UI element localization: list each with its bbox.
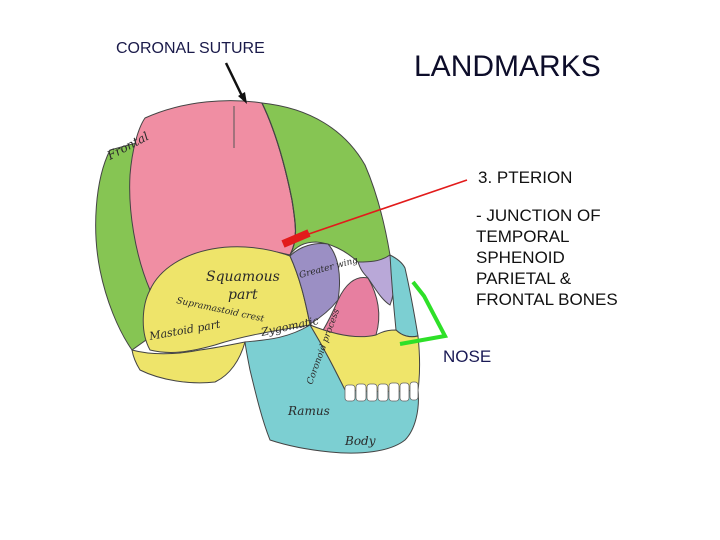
junction-line: - JUNCTION OF [476,206,601,225]
junction-line: PARIETAL & [476,269,572,288]
orbit [357,254,395,306]
coronal-suture-label: CORONAL SUTURE [116,40,265,57]
nose-label: NOSE [443,347,492,366]
landmarks-title: LANDMARKS [414,50,601,83]
body-text: Body [344,434,376,448]
pterion-label: 3. PTERION [478,168,573,187]
junction-line: TEMPORAL [476,227,570,246]
junction-description: - JUNCTION OF TEMPORAL SPHENOID PARIETAL… [476,205,618,310]
teeth [344,381,419,402]
coronal-pointer-arrow [224,62,245,99]
pterion-pointer-line [299,179,468,238]
mastoid-part [131,341,246,384]
nose-pointer [399,280,449,346]
nasal-bone [389,254,419,338]
junction-line: SPHENOID [476,248,565,267]
squamous-text: Squamous [206,269,280,285]
part-text: part [228,287,258,303]
ramus-text: Ramus [287,404,330,418]
junction-line: FRONTAL BONES [476,290,618,309]
coronal-pointer-head [238,92,247,104]
pterion-pointer-bar [281,229,311,248]
mandible [244,324,419,454]
